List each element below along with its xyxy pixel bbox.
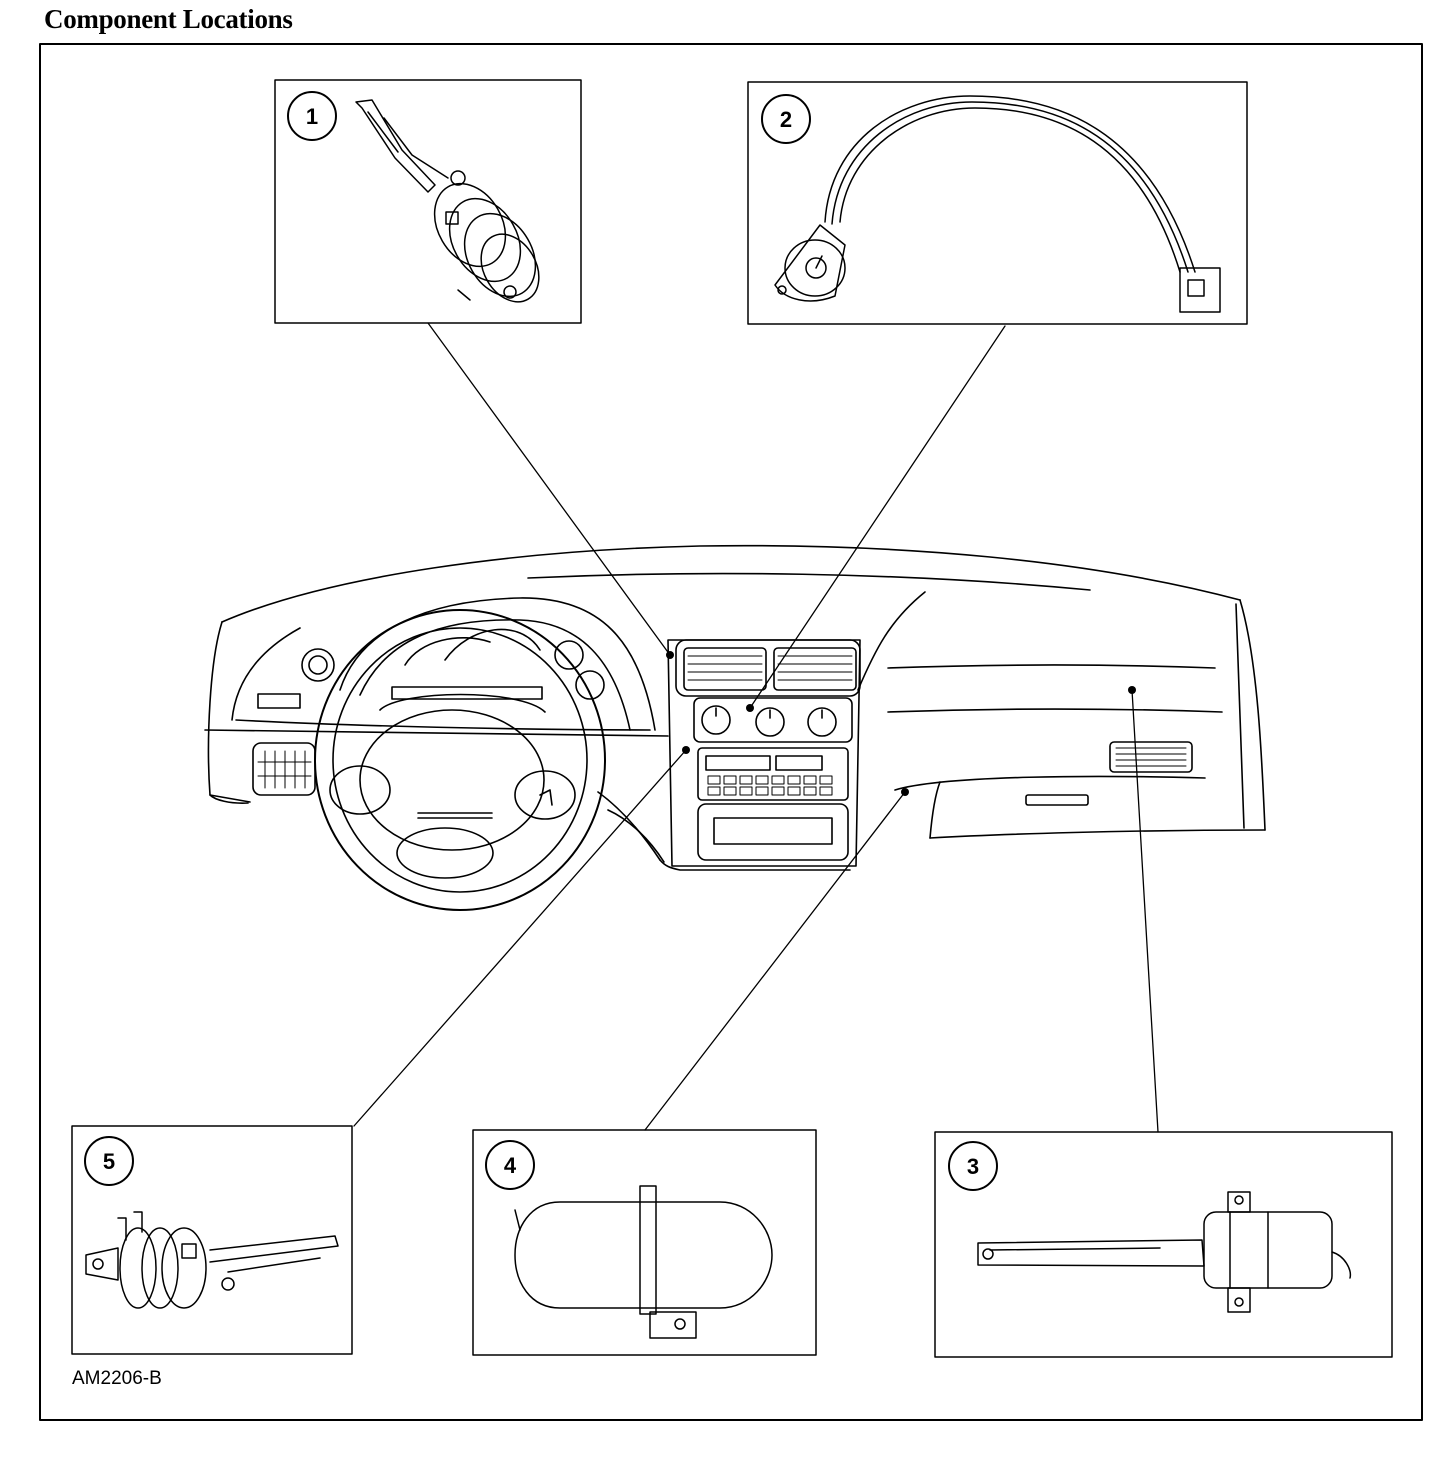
callout-number-3: 3 [967, 1154, 979, 1179]
detail-panel-5 [71, 1125, 353, 1355]
dashboard-illustration [204, 544, 1266, 911]
callout-number-4: 4 [504, 1153, 517, 1178]
vacuum-reservoir-illustration [514, 1185, 773, 1339]
vacuum-motor-illustration-3 [977, 1191, 1352, 1313]
leader-line-1 [427, 322, 671, 656]
vacuum-motor-illustration-1 [355, 99, 540, 303]
leader-line-2 [749, 325, 1006, 709]
leader-line-5 [353, 749, 687, 1127]
callout-number-2: 2 [780, 107, 792, 132]
callout-3: 3 [948, 1141, 998, 1191]
page-title: Component Locations [44, 4, 293, 34]
callout-5: 5 [84, 1136, 134, 1186]
callout-4: 4 [485, 1140, 535, 1190]
callout-number-5: 5 [103, 1149, 115, 1174]
vacuum-motor-illustration-5 [85, 1211, 339, 1309]
detail-panel-1 [274, 79, 582, 324]
detail-panel-4 [472, 1129, 817, 1356]
leader-line-4 [644, 791, 906, 1131]
callout-2: 2 [761, 94, 811, 144]
figure-id-label: AM2206-B [72, 1368, 162, 1389]
leader-lines [353, 322, 1159, 1133]
callout-1: 1 [287, 91, 337, 141]
detail-panel-2 [747, 81, 1248, 325]
figure-frame [39, 43, 1423, 1421]
leader-line-3 [1131, 689, 1159, 1133]
sensor-harness-illustration [774, 95, 1221, 313]
leader-dots [666, 651, 1136, 796]
detail-panel-3 [934, 1131, 1393, 1358]
callout-number-1: 1 [306, 104, 318, 129]
